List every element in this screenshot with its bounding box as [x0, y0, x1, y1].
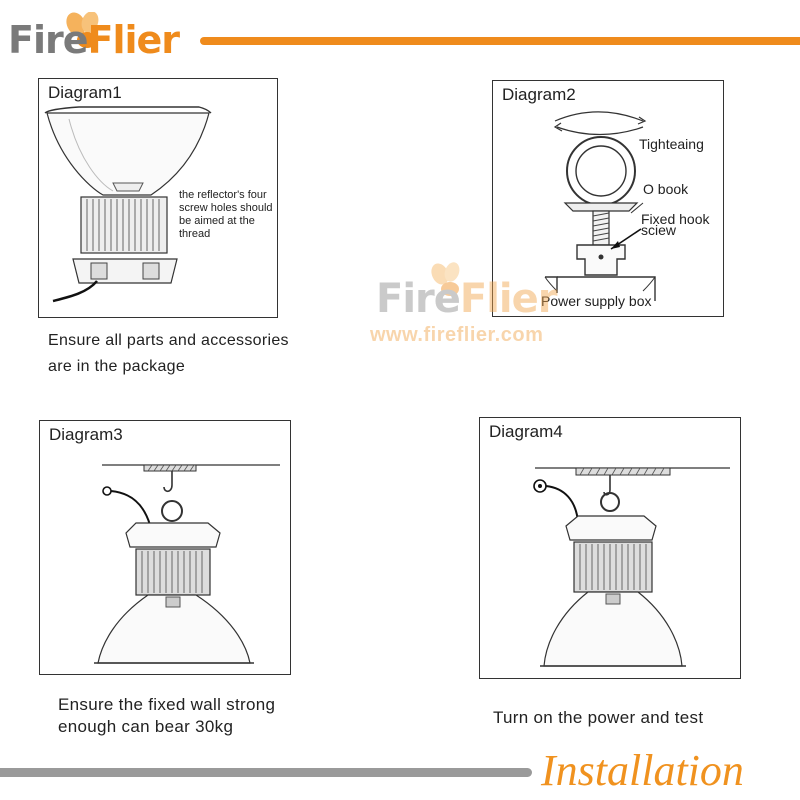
watermark-url: www.fireflier.com — [370, 324, 544, 346]
diagram2-panel: Diagram2 Tighteaing O book Fixed hook sc… — [492, 80, 724, 317]
diagram1-panel: Diagram1 the reflector's four screw hole… — [38, 78, 278, 318]
light-hung-on-ceiling-illustration — [94, 464, 280, 664]
diagram1-caption: Ensure all parts and accessories are in … — [48, 332, 289, 375]
watermark-bee-icon — [431, 262, 460, 296]
label-power-supply-box: Power supply box — [541, 293, 652, 309]
watermark-fire: Fire — [376, 276, 461, 322]
diagram3-title: Diagram3 — [49, 425, 123, 444]
diagram1-title: Diagram1 — [48, 83, 122, 102]
label-fixed-hook-screw: Fixed hook sciew — [641, 211, 710, 238]
header-divider — [200, 37, 800, 45]
diagram3-panel: Diagram3 — [39, 420, 291, 675]
hook-assembly-illustration — [544, 111, 656, 301]
footer-divider — [0, 768, 532, 777]
watermark-flier: Flier — [459, 276, 558, 322]
high-bay-light-exploded-illustration — [44, 106, 212, 303]
diagram4-panel: Diagram4 — [479, 417, 741, 679]
brand-logo: FireFlier — [8, 12, 208, 62]
watermark-brand: FireFlier — [376, 276, 557, 322]
installed-light-power-test-illustration — [533, 467, 730, 667]
bee-logo-icon — [66, 12, 99, 48]
watermark: FireFlier www.fireflier.com — [370, 262, 620, 352]
brand-fire: Fire — [8, 18, 88, 62]
brand-flier: Flier — [87, 18, 181, 62]
label-o-hook: O book — [643, 181, 689, 197]
diagram2-title: Diagram2 — [502, 85, 576, 104]
diagram4-title: Diagram4 — [489, 422, 563, 441]
reflector-screw-note: the reflector's four screw holes should … — [179, 189, 273, 240]
diagram4-caption: Turn on the power and test — [493, 708, 704, 727]
section-title: Installation — [541, 746, 744, 795]
label-tightening: Tighteaing — [639, 136, 704, 152]
brand-name: FireFlier — [8, 18, 181, 62]
diagram3-caption: Ensure the fixed wall strong enough can … — [58, 695, 276, 736]
